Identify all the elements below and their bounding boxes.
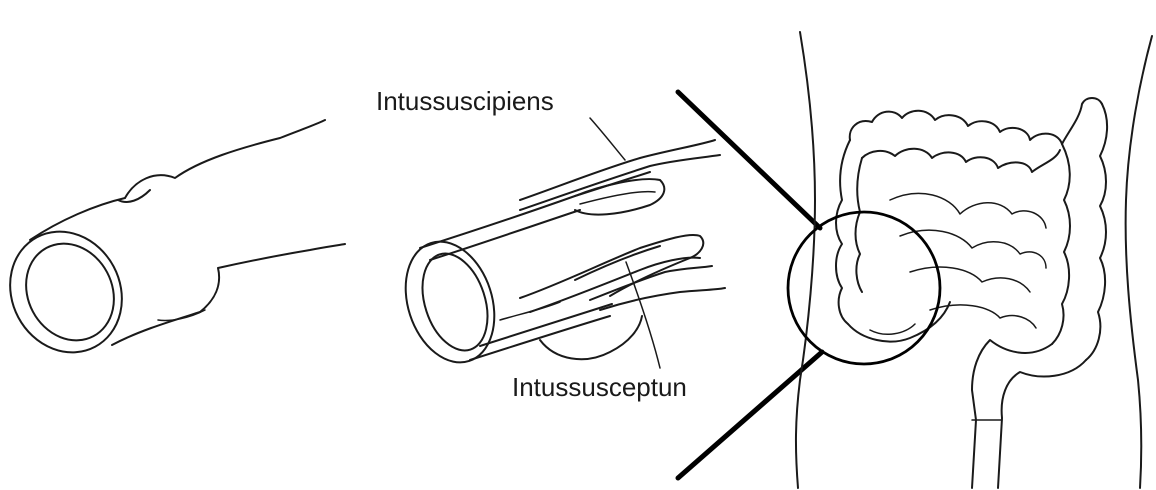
label-intussuscipiens: Intussuscipiens — [376, 86, 554, 116]
zoom-connector-lines — [678, 92, 822, 478]
label-intussusceptun: Intussusceptun — [512, 372, 687, 402]
abdomen-colon-illustration — [796, 32, 1152, 488]
intussuscepted-bowel-segment — [391, 118, 725, 374]
normal-bowel-segment — [0, 120, 345, 372]
